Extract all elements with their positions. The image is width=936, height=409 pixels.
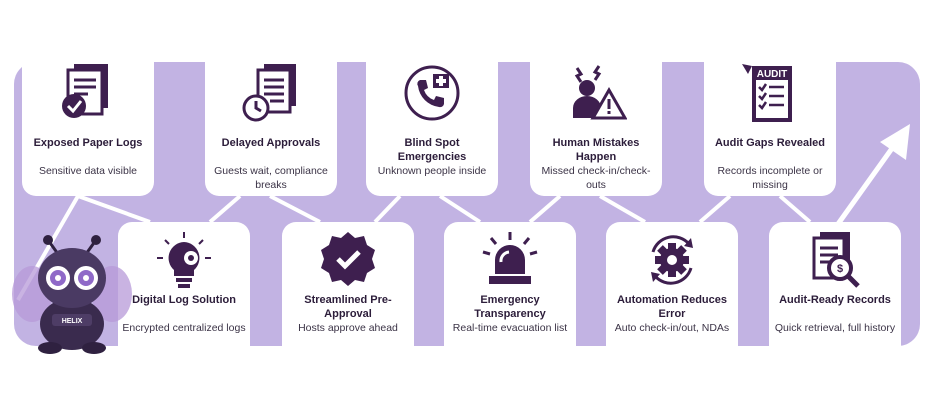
audit-checklist-icon: AUDIT [704, 62, 836, 126]
step-title: Automation Reduces Error [616, 294, 727, 320]
paper-logs-icon [22, 62, 154, 124]
lightbulb-gear-icon [118, 230, 250, 290]
step-title: Audit-Ready Records [779, 294, 891, 306]
step-title: Streamlined Pre-Approval [304, 294, 392, 320]
step-card-human-mistakes-happen: Human Mistakes Happen Missed check-in/ch… [530, 38, 662, 196]
step-description: Records incomplete or missing [717, 165, 823, 191]
step-description: Quick retrieval, full history [774, 322, 896, 334]
step-description: Sensitive data visible [38, 165, 138, 177]
step-title: Audit Gaps Revealed [714, 137, 826, 149]
mascot-badge-text: HELIX [62, 318, 83, 325]
bee-mascot: HELIX [12, 235, 132, 354]
emergency-call-icon [366, 62, 498, 124]
step-title: Blind Spot Emergencies [397, 137, 467, 163]
step-description: Real-time evacuation list [452, 322, 568, 334]
step-description: Auto check-in/out, NDAs [614, 322, 730, 334]
svg-text:$: $ [837, 263, 843, 275]
step-description: Hosts approve ahead [298, 322, 398, 334]
siren-icon [444, 230, 576, 290]
step-card-emergency-transparency: Emergency Transparency Real-time evacuat… [444, 222, 576, 372]
step-card-audit-ready-records: $ Audit-Ready Records Quick retrieval, f… [769, 222, 901, 372]
automation-gear-icon [606, 230, 738, 290]
step-title: Human Mistakes Happen [552, 137, 640, 163]
step-card-exposed-paper-logs: Exposed Paper Logs Sensitive data visibl… [22, 38, 154, 196]
step-card-delayed-approvals: Delayed Approvals Guests wait, complianc… [205, 38, 337, 196]
step-title: Digital Log Solution [132, 294, 236, 306]
verified-badge-icon [282, 230, 414, 290]
step-description: Missed check-in/check-outs [541, 165, 651, 191]
step-title: Emergency Transparency [474, 294, 546, 320]
audit-icon-label: AUDIT [757, 69, 788, 80]
person-warning-icon [530, 62, 662, 124]
step-title: Delayed Approvals [221, 137, 321, 149]
step-card-digital-log-solution: Digital Log Solution Encrypted centraliz… [118, 222, 250, 372]
step-card-streamlined-pre-approval: Streamlined Pre-Approval Hosts approve a… [282, 222, 414, 372]
growth-arrow-icon [835, 124, 910, 226]
step-description: Encrypted centralized logs [122, 322, 246, 334]
documents-clock-icon [205, 62, 337, 124]
step-card-audit-gaps-revealed: AUDIT Audit Gaps Revealed Records incomp… [704, 38, 836, 196]
step-card-blind-spot-emergencies: Blind Spot Emergencies Unknown people in… [366, 38, 498, 196]
step-title: Exposed Paper Logs [33, 137, 143, 149]
records-search-icon: $ [769, 230, 901, 292]
step-card-automation-reduces-error: Automation Reduces Error Auto check-in/o… [606, 222, 738, 372]
step-description: Guests wait, compliance breaks [214, 165, 328, 191]
step-description: Unknown people inside [377, 165, 487, 177]
